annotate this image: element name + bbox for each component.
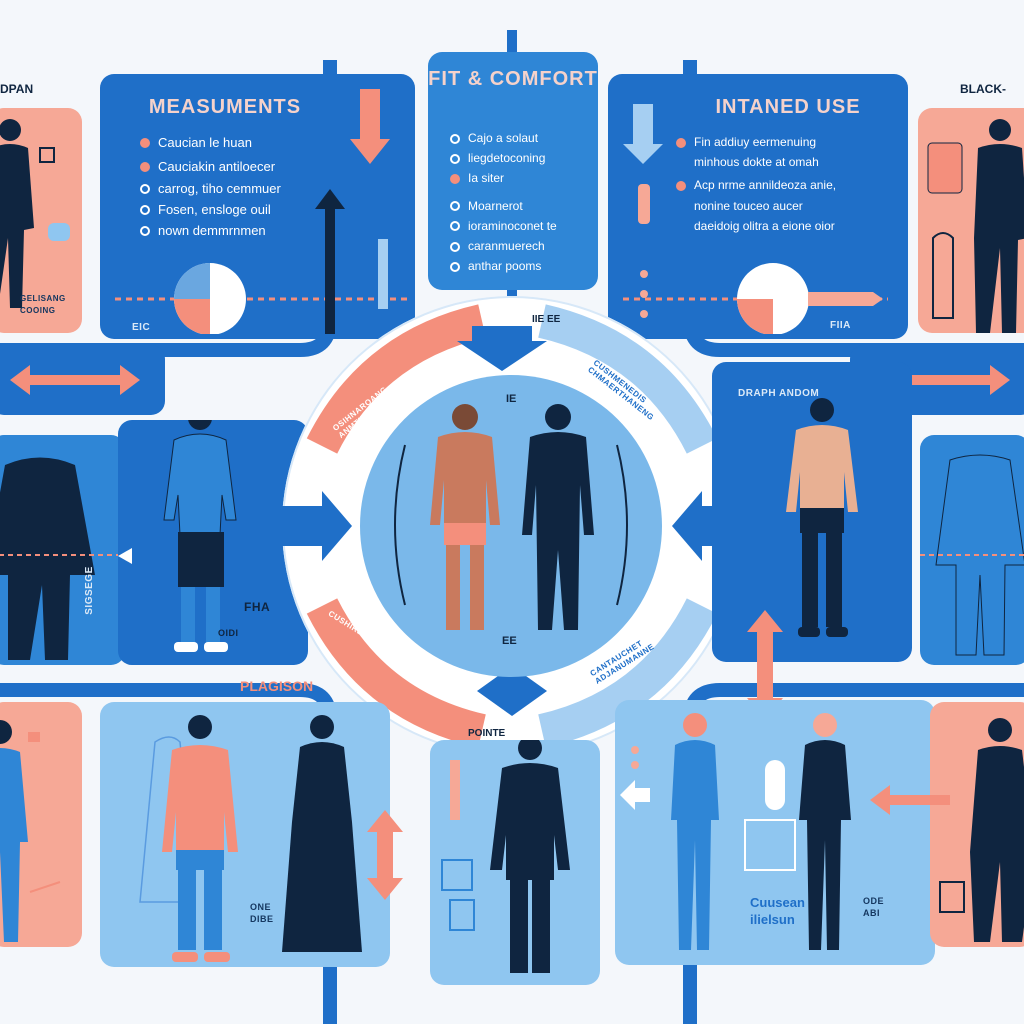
bottom-tag-right: ODE: [863, 896, 885, 906]
mid-right-figure-panel: DRAPH ANDOM: [712, 362, 912, 662]
women-figures: [620, 713, 851, 950]
bottom-center-panel: [430, 736, 600, 985]
list-item: Cauciakin antiloecer: [140, 159, 350, 174]
list-item: ioraminoconet te: [450, 219, 596, 233]
bullet-icon: [140, 138, 150, 149]
fit-comfort-panel: FIT & COMFORT Cajo a solaut liegdetoconi…: [428, 52, 598, 290]
intended-use-panel: INTANED USE Fin addiuy eermenuing minhou…: [608, 74, 908, 339]
bottom-left-pink-panel: [0, 702, 82, 947]
list-item: carrog, tiho cemmuer: [140, 181, 350, 196]
hub-inner-circle: [360, 375, 662, 677]
fit-comfort-list: Cajo a solaut liegdetoconing Ia siter Mo…: [450, 131, 596, 280]
list-item: Fosen, ensloge ouil: [140, 202, 350, 217]
bottom-center-label: POINTE: [468, 728, 506, 739]
hub-figures: [394, 404, 628, 630]
bullet-icon: [140, 183, 150, 194]
bullet-icon: [450, 201, 460, 212]
bottom-right-caption: Cuusean: [750, 895, 805, 910]
intended-use-title: INTANED USE: [715, 96, 861, 118]
bottom-tag-left-2: DIBE: [250, 914, 274, 924]
bullet-icon: [450, 153, 460, 164]
double-arrow-icon: [860, 365, 1010, 395]
person-label: PLAGISON: [240, 678, 314, 694]
measurements-panel: MEASUMENTS Caucian le huan Cauciakin ant…: [100, 74, 415, 339]
intended-use-arrows: [623, 104, 663, 318]
top-left-label: DPAN: [0, 82, 34, 96]
left-clothing-panel: SIGSEGE: [0, 435, 125, 665]
list-item: daeidoig olitra a eione oior: [694, 218, 835, 233]
top-left-figure-panel: GELISANG COOING: [0, 108, 82, 333]
left-small-label: GELISANG: [20, 294, 66, 303]
bottom-right-caption-2: ilielsun: [750, 912, 795, 927]
man-shorts-figure: [118, 406, 237, 652]
list-item: anthar pooms: [450, 259, 596, 273]
vertical-double-arrow-icon: [747, 610, 783, 720]
jumpsuit-icon: [920, 454, 1024, 656]
jacket-icon: [0, 457, 125, 660]
silhouette-figure: [939, 718, 1024, 942]
mid-left-tag: FHA: [244, 600, 271, 614]
bullet-icon: [450, 133, 460, 144]
list-item: Caucian le huan: [140, 135, 350, 150]
double-arrow-icon: [10, 365, 140, 395]
silhouette-figure: [927, 119, 1024, 333]
bottom-tag-left: ONE: [250, 902, 272, 912]
hub-bottom-label: EE: [502, 635, 517, 647]
bottom-tag-right-2: ABI: [863, 908, 880, 918]
measurements-title: MEASUMENTS: [148, 96, 302, 118]
bullet-icon: [140, 205, 150, 216]
silhouette-figure: [0, 119, 70, 308]
mid-left-figure-panel: FHA OIDI: [118, 406, 308, 665]
list-item: Cajo a solaut: [450, 131, 596, 145]
man-pants-figure: [786, 398, 858, 637]
measurement-pie-chart: [115, 263, 410, 334]
right-clothing-panel: [920, 435, 1024, 665]
bullet-icon: [676, 137, 686, 148]
measurements-list: Caucian le huan Cauciakin antiloecer car…: [140, 135, 350, 245]
intended-use-pie-chart: [623, 263, 888, 334]
fit-comfort-title: FIT & COMFORT: [428, 68, 598, 90]
intended-use-list: Fin addiuy eermenuing minhous dokte at o…: [676, 135, 904, 240]
bullet-icon: [140, 162, 150, 173]
list-item: liegdetoconing: [450, 151, 596, 165]
list-item: minhous dokte at omah: [694, 155, 819, 170]
left-side-label: SIGSEGE: [83, 566, 95, 615]
list-item: Acp nrme annildeoza anie,: [676, 179, 904, 192]
left-arrow-band: [0, 345, 165, 415]
hub-top-label: IIE EE: [532, 314, 561, 325]
intended-use-axis-label: FIIA: [830, 320, 851, 331]
bottom-left-figures-panel: ONE DIBE: [100, 702, 390, 967]
right-small-label: DRAPH ANDOM: [738, 388, 820, 399]
person-figure: [0, 720, 61, 942]
bullet-icon: [450, 241, 460, 252]
bottom-right-pink-panel: [930, 702, 1024, 947]
top-right-figure-panel: [918, 108, 1024, 333]
bullet-icon: [450, 173, 460, 184]
hub-center-label: IE: [506, 393, 517, 405]
measurement-arrows: [315, 89, 390, 334]
bullet-icon: [140, 226, 150, 237]
list-item: Moarnerot: [450, 199, 596, 213]
vertical-double-arrow-icon: [367, 810, 403, 900]
bullet-icon: [676, 180, 686, 191]
top-right-label: BLACK-: [960, 82, 1006, 96]
left-arrow-icon: [870, 785, 950, 815]
measurements-axis-label: EIC: [132, 322, 151, 333]
list-item: Fin addiuy eermenuing: [676, 135, 904, 149]
man-suit-figure: [441, 736, 570, 973]
couple-figures: [139, 715, 362, 962]
bottom-right-figures-panel: Cuusean ilielsun ODE ABI: [615, 700, 935, 965]
bullet-icon: [450, 261, 460, 272]
left-small-label-2: COOING: [20, 306, 56, 315]
mid-left-tag-2: OIDI: [218, 628, 239, 638]
list-item: nown demmrnmen: [140, 223, 350, 238]
list-item: caranmuerech: [450, 239, 596, 253]
bullet-icon: [450, 221, 460, 232]
list-item: Ia siter: [450, 172, 596, 185]
list-item: nonine touceo aucer: [694, 198, 803, 213]
